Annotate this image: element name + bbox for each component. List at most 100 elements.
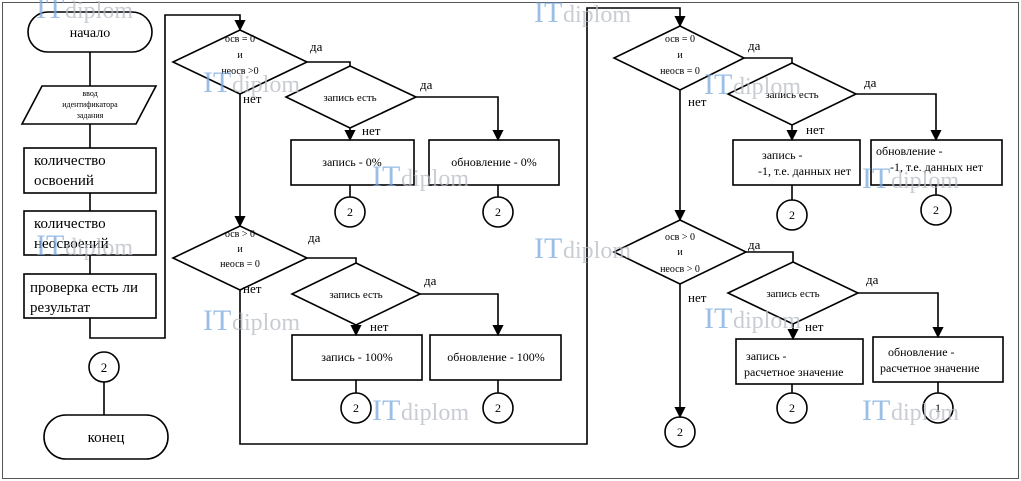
svg-text:IT: IT (36, 0, 64, 25)
right-cond2-line2: и (677, 247, 683, 258)
right-cond1-line1: осв = 0 (665, 34, 695, 45)
mid-exists1-label: запись есть (323, 92, 376, 104)
mid-write0-label: запись - 0% (322, 155, 382, 169)
end-label: конец (88, 430, 125, 446)
right-connector2-label: 2 (933, 203, 939, 217)
svg-text:IT: IT (372, 394, 400, 427)
svg-text:diplom: diplom (891, 168, 959, 194)
svg-text:diplom: diplom (563, 238, 631, 264)
middle-column (171, 7, 686, 445)
count-not-line2: неосвоений (34, 236, 109, 252)
svg-text:IT: IT (36, 229, 64, 262)
svg-text:diplom: diplom (733, 308, 801, 334)
right-cond1-no: нет (688, 94, 707, 109)
count-not-box (23, 210, 157, 256)
right-cond1-line3: неосв = 0 (660, 66, 700, 77)
right-exists1-yes: да (864, 75, 877, 90)
svg-text:diplom: diplom (232, 72, 300, 98)
right-exists2-yes: да (866, 272, 879, 287)
right-connector3-label: 2 (789, 401, 795, 415)
mid-cond2-no: нет (243, 281, 262, 296)
right-connector1-label: 2 (789, 208, 795, 222)
right-connector5-label: 2 (677, 425, 683, 439)
end-terminal (43, 414, 169, 460)
right-texts: осв = 0 и неосв = 0 да нет запись есть д… (660, 34, 984, 439)
mid-update100-label: обновление - 100% (447, 350, 545, 364)
mid-exists1-no: нет (362, 123, 381, 138)
mid-update100-box (429, 334, 562, 381)
mid-cond2-line1: осв > 0 (225, 229, 255, 240)
svg-text:IT: IT (203, 304, 231, 337)
input-line3: задания (77, 111, 104, 120)
svg-text:diplom: diplom (401, 400, 469, 426)
svg-text:IT: IT (704, 302, 732, 335)
mid-write100-box (291, 334, 423, 381)
mid-exists1-yes: да (420, 77, 433, 92)
svg-text:IT: IT (862, 162, 890, 195)
right-cond2-line1: осв > 0 (665, 232, 695, 243)
mid-connector2-label: 2 (495, 205, 501, 219)
mid-connector4-label: 2 (495, 401, 501, 415)
right-write-calc-line2: расчетное значение (744, 365, 843, 379)
mid-update0-label: обновление - 0% (451, 155, 537, 169)
mid-exists2-label: запись есть (329, 289, 382, 301)
svg-text:IT: IT (704, 68, 732, 101)
svg-text:diplom: diplom (401, 166, 469, 192)
right-write-calc-line1: запись - (746, 349, 787, 363)
mid-cond1-yes: да (310, 39, 323, 54)
mid-cond1-line2: и (237, 50, 243, 61)
right-exists1-no: нет (806, 122, 825, 137)
right-cond1-yes: да (748, 38, 761, 53)
mid-write100-label: запись - 100% (321, 350, 393, 364)
svg-text:diplom: diplom (733, 74, 801, 100)
count-not-line1: количество (34, 216, 106, 232)
svg-text:IT: IT (534, 0, 562, 29)
mid-cond2-yes: да (308, 230, 321, 245)
right-write-none-box (732, 139, 861, 186)
svg-text:diplom: diplom (65, 235, 133, 261)
svg-text:diplom: diplom (891, 400, 959, 426)
right-cond1-line2: и (677, 50, 683, 61)
right-update-none-line1: обновление - (876, 144, 943, 158)
left-connector-label: 2 (101, 360, 108, 375)
right-column (612, 25, 1004, 448)
right-exists1-label: запись есть (765, 89, 818, 101)
right-write-calc-box (735, 338, 864, 385)
input-line2: идентификатора (62, 100, 118, 109)
right-cond2-yes: да (748, 237, 761, 252)
left-texts: начало ввод идентификатора задания колич… (30, 26, 138, 446)
right-exists2-label: запись есть (766, 288, 819, 300)
mid-cond1-line3: неосв >0 (221, 66, 258, 77)
mid-exists2-no: нет (370, 319, 389, 334)
input-parallelogram (20, 85, 158, 125)
mid-update0-box (428, 139, 560, 186)
svg-text:diplom: diplom (65, 0, 133, 24)
right-update-calc-box (872, 336, 1004, 383)
svg-text:diplom: diplom (232, 310, 300, 336)
right-write-none-line2: -1, т.е. данных нет (758, 164, 852, 178)
mid-cond1-no: нет (243, 91, 262, 106)
mid-connector1-label: 2 (347, 205, 353, 219)
count-done-line1: количество (34, 153, 106, 169)
svg-text:IT: IT (534, 232, 562, 265)
right-update-calc-line2: расчетное значение (880, 361, 979, 375)
input-line1: ввод (82, 89, 97, 98)
mid-cond1-line1: осв = 0 (225, 34, 255, 45)
right-connector4-label: 1 (935, 401, 941, 415)
mid-connector3-label: 2 (353, 401, 359, 415)
svg-text:IT: IT (203, 66, 231, 99)
mid-exists2-yes: да (424, 273, 437, 288)
start-label: начало (70, 26, 111, 41)
svg-text:IT: IT (372, 160, 400, 193)
right-write-none-line1: запись - (762, 148, 803, 162)
right-cond2-no: нет (688, 290, 707, 305)
